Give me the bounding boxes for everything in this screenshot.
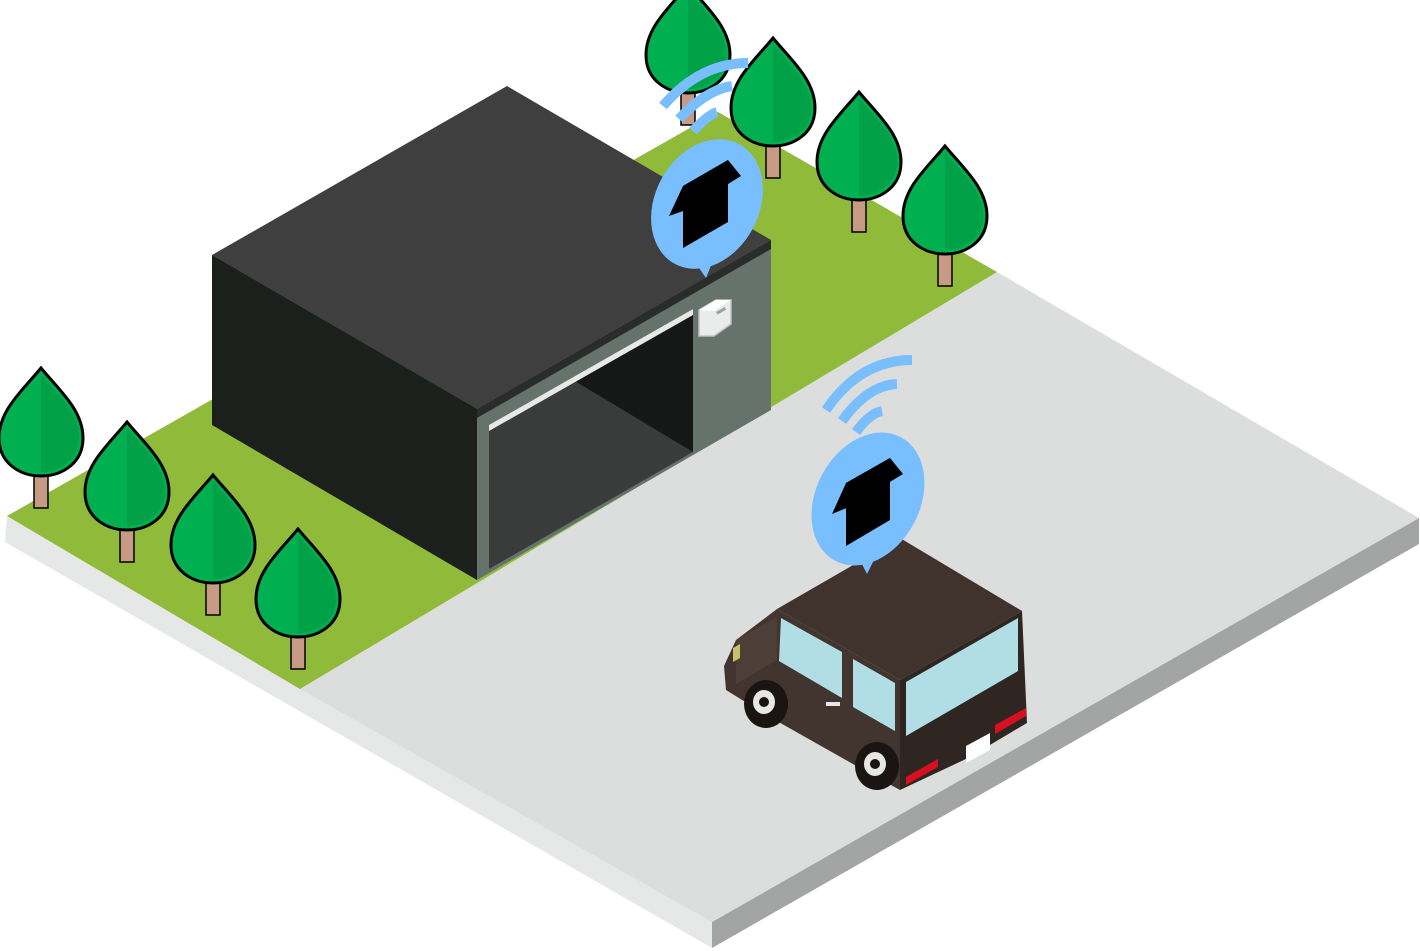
tree-row-front (0, 365, 342, 670)
van-taillight-left (906, 759, 938, 785)
van-rear-window (906, 618, 1018, 736)
tree (254, 526, 342, 670)
tree (83, 419, 171, 563)
tree-row-back (644, 0, 989, 287)
wifi-signal-icon (821, 355, 913, 436)
van-headlight (733, 644, 740, 662)
delivery-van[interactable] (724, 538, 1027, 790)
platform-side-left (5, 516, 712, 948)
garage-signal-group (651, 58, 763, 278)
roof-edge-front (212, 255, 477, 418)
van-signal-group (811, 355, 925, 574)
van-side-window (853, 659, 895, 731)
roof-edge-side (477, 240, 771, 418)
tree (815, 89, 903, 233)
van-door-handle (826, 702, 840, 706)
tree-canopy-shade (859, 98, 897, 196)
tree (0, 365, 85, 509)
tree-canopy-shade (127, 428, 165, 526)
home-location-pin-icon (651, 139, 763, 278)
van-taillight-right (995, 708, 1026, 734)
building-front-wall (212, 255, 477, 580)
tree-canopy-shade (298, 535, 336, 633)
home-location-pin-icon (811, 432, 925, 574)
wall-sensor-icon (698, 299, 732, 337)
tree-canopy-shade (213, 481, 251, 579)
wifi-signal-icon (659, 58, 749, 135)
van-wheel-front (744, 680, 788, 728)
tree-canopy-shade (945, 152, 983, 250)
platform-side-right (712, 518, 1419, 948)
garage-door-rail (489, 309, 693, 431)
tree-canopy-shade (41, 374, 79, 472)
tree (729, 35, 817, 179)
garage-interior-shadow (573, 309, 693, 452)
van-wheel-rear (855, 742, 899, 790)
van-roof (777, 538, 1022, 680)
garage-building (212, 86, 771, 580)
van-windshield-side (779, 618, 842, 698)
van-license-plate (966, 733, 990, 763)
building-roof (212, 86, 771, 409)
tree (169, 472, 257, 616)
tree (901, 143, 989, 287)
van-hood (736, 617, 777, 684)
tree-canopy-shade (773, 44, 811, 142)
